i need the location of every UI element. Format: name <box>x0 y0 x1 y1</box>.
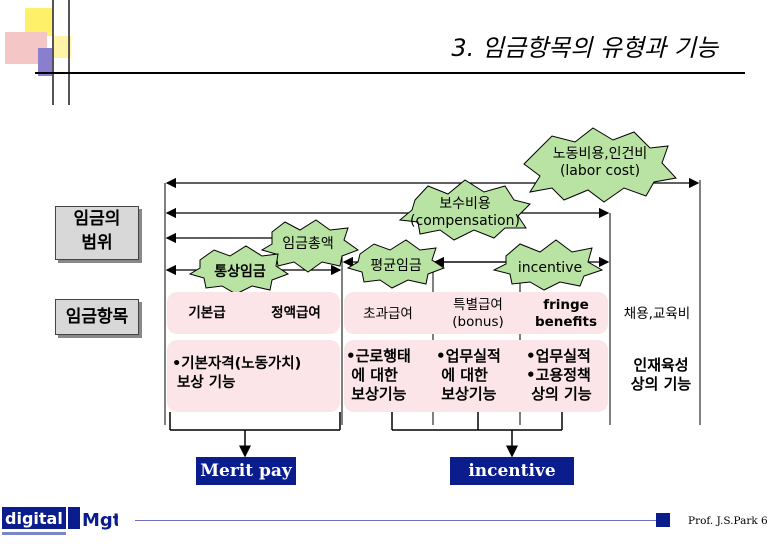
ordinary-wage-label: 통상임금 <box>214 264 266 280</box>
overtime-pay-item: 초과급여 <box>363 306 413 322</box>
labor-cost-label: 노동비용,인건비 (labor cost) <box>552 146 648 179</box>
items-row-box-ordinary <box>167 292 340 334</box>
function-box-basic <box>167 340 340 412</box>
compensation-label: 보수비용 (compensation) <box>410 196 520 229</box>
incentive-pay-box: incentive pay <box>450 457 574 509</box>
author-credit: Prof. J.S.Park 6 <box>688 515 768 527</box>
hiring-training-item: 채용,교육비 <box>623 306 691 322</box>
decor-vertical-line <box>68 0 70 105</box>
average-wage-burst <box>346 239 446 289</box>
wage-items-label: 임금항목 <box>55 299 139 335</box>
function-box-avg <box>344 340 608 412</box>
svg-text:digital: digital <box>5 509 63 528</box>
hr-development-function: 인재육성 상의 기능 <box>630 356 692 393</box>
title-underline <box>35 72 745 74</box>
items-row-box-avg <box>344 292 608 334</box>
decor-square-yellow-small <box>53 36 71 58</box>
performance-employment-function: •업무실적 •고용정책 상의 기능 <box>526 347 592 403</box>
incentive-burst <box>492 239 604 291</box>
fixed-pay-item: 정액급여 <box>271 305 321 321</box>
fringe-benefits-item: fringe benefits <box>534 297 598 330</box>
work-behavior-function: •근로행태 에 대한 보상기능 <box>346 347 411 403</box>
digital-mgt-logo: digital Mgt <box>2 505 122 540</box>
total-wage-burst <box>260 219 360 273</box>
incentive-label: incentive <box>517 260 583 276</box>
svg-text:Mgt: Mgt <box>82 510 118 531</box>
page-title: 3. 임금항목의 유형과 기능 <box>451 34 718 62</box>
ordinary-wage-burst <box>188 245 290 295</box>
wage-scope-label: 임금의 범위 <box>55 206 139 260</box>
total-wage-label: 임금총액 <box>282 236 334 252</box>
compensation-burst <box>398 179 531 241</box>
decor-square-purple <box>38 48 52 76</box>
labor-cost-burst <box>523 127 677 203</box>
footer-rule <box>135 520 660 521</box>
basic-qualification-function: •기본자격(노동가치) 보상 기능 <box>172 356 302 391</box>
decor-square-yellow <box>25 8 53 36</box>
base-pay-item: 기본급 <box>188 305 226 321</box>
footer-marker <box>656 513 670 527</box>
decor-vertical-line <box>52 0 54 105</box>
bonus-item: 특별급여 (bonus) <box>452 297 504 330</box>
performance-function: •업무실적 에 대한 보상기능 <box>436 347 501 403</box>
average-wage-label: 평균임금 <box>370 258 422 274</box>
merit-pay-box: Merit pay <box>196 457 296 485</box>
